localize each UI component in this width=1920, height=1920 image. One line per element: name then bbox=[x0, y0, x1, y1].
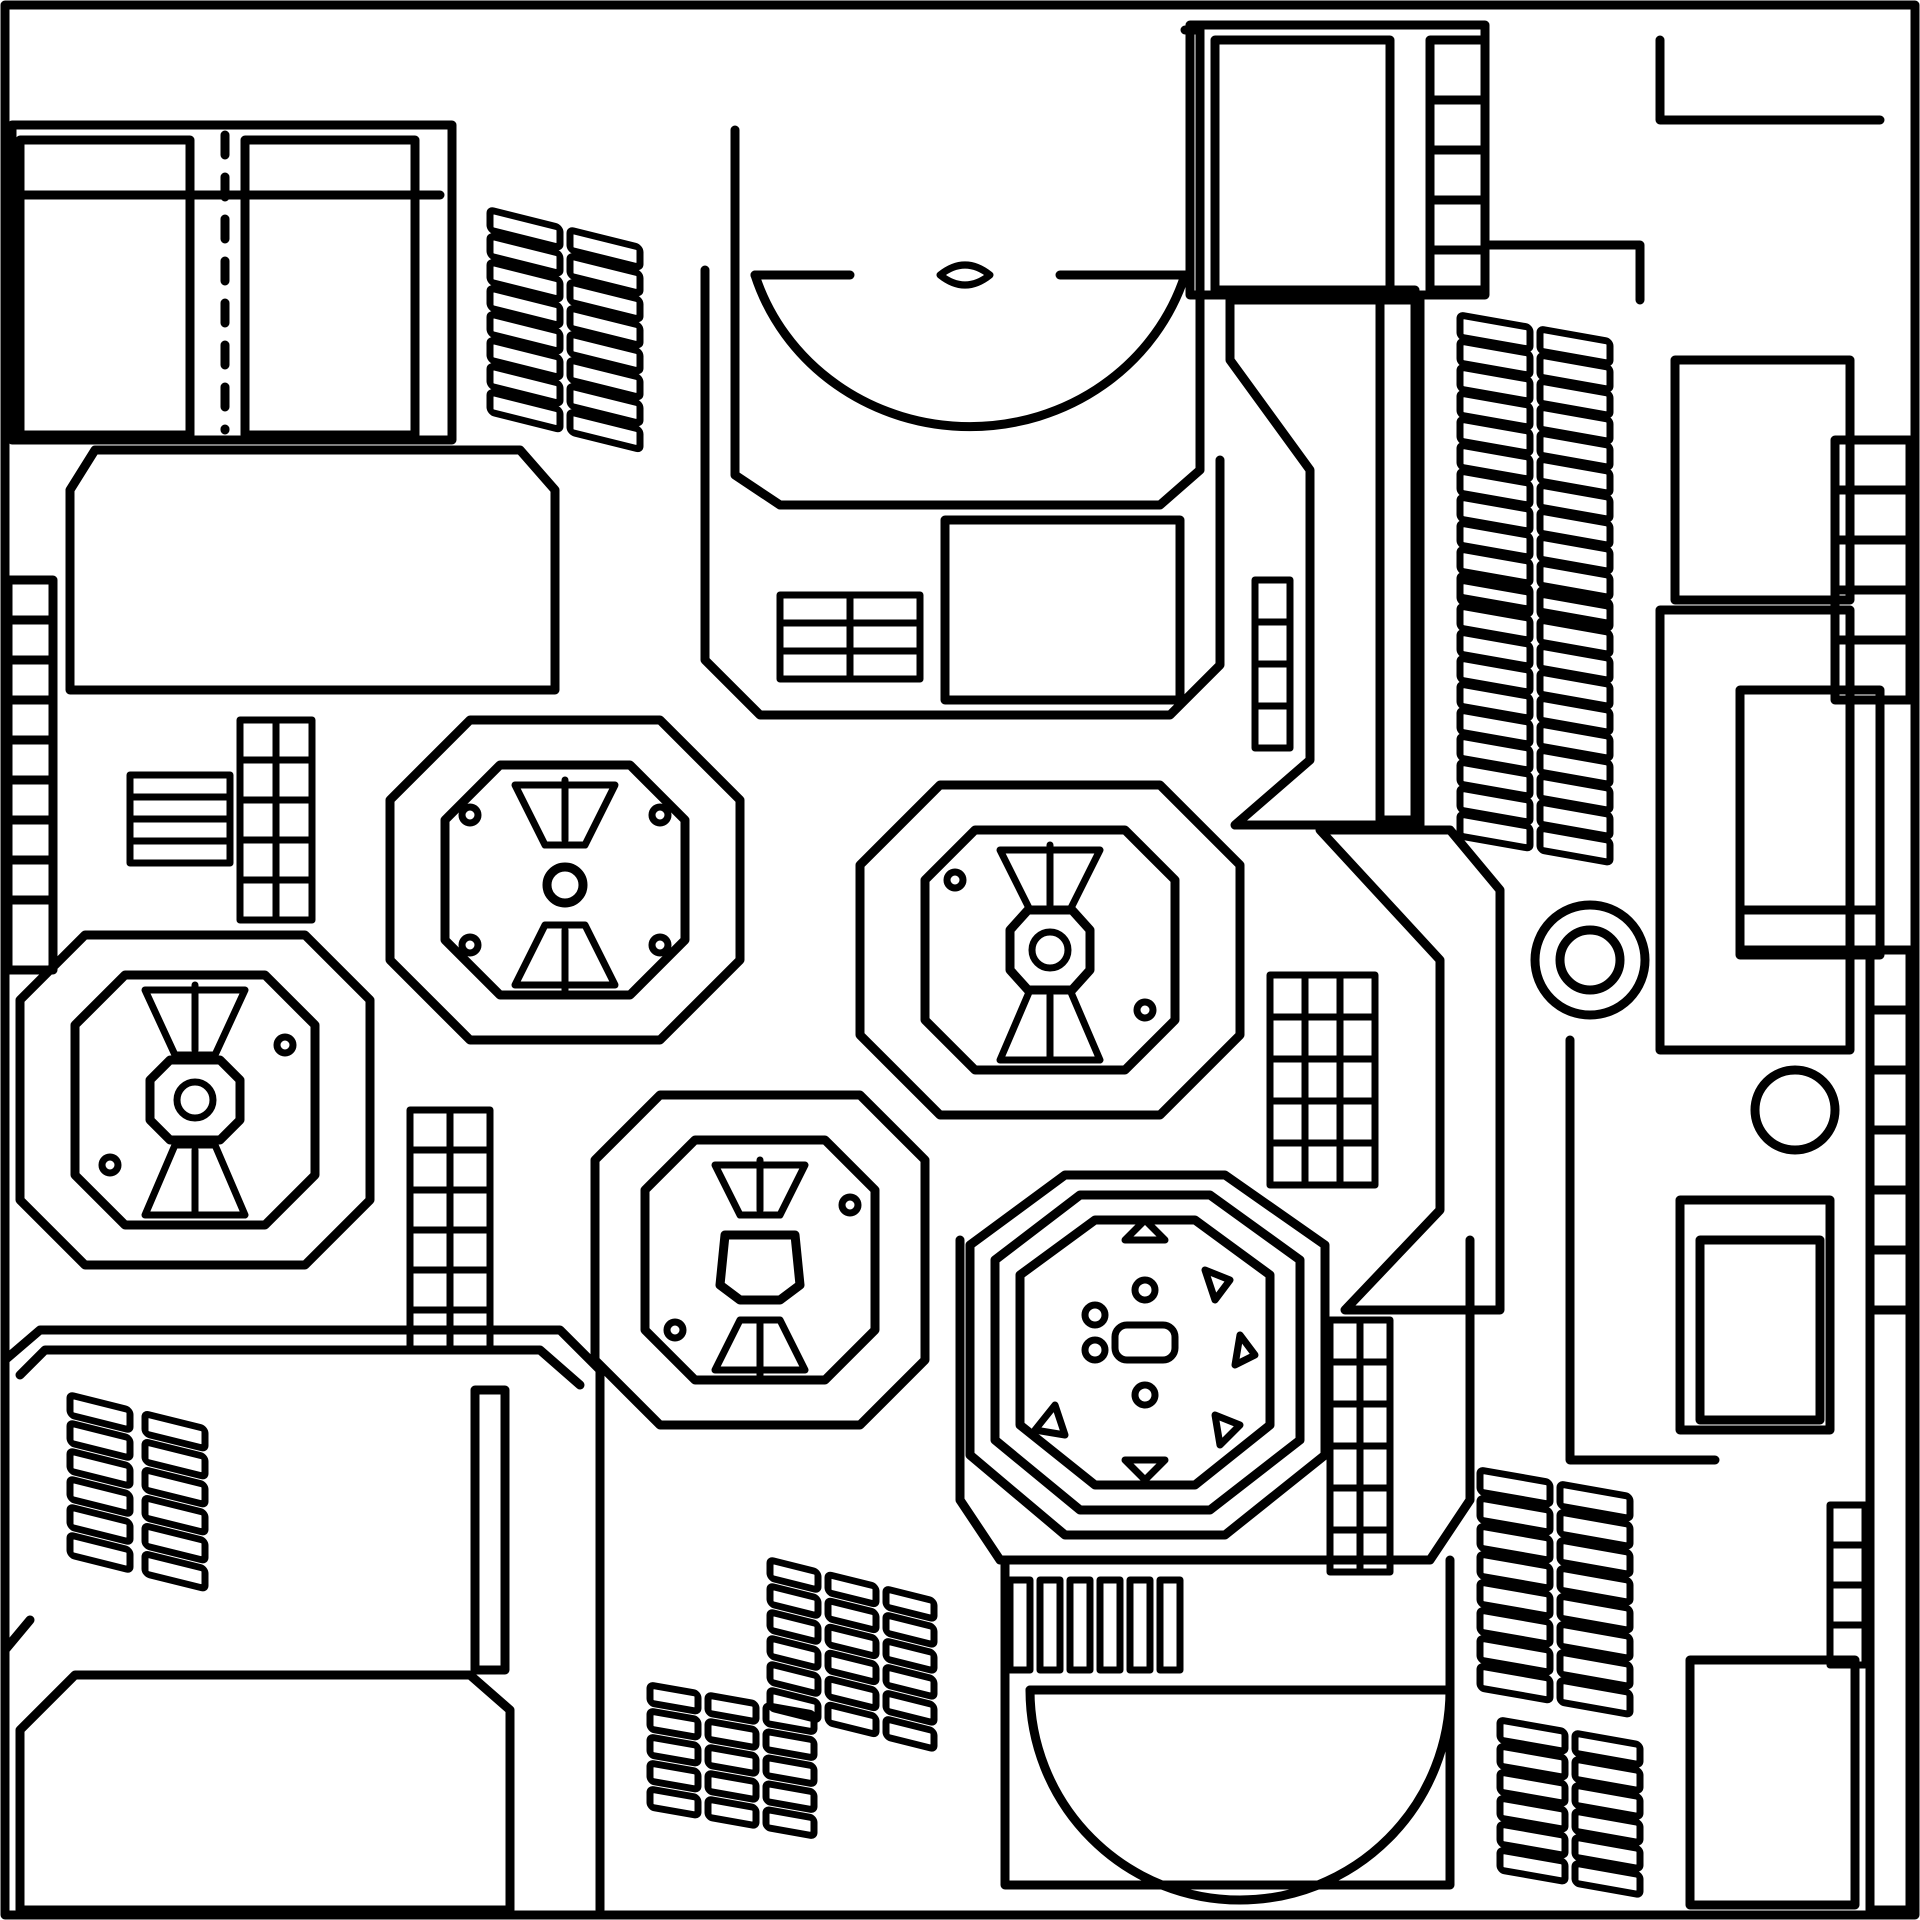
resistor-array bbox=[1266, 971, 1379, 1189]
fan-icon bbox=[15, 930, 375, 1270]
chip-icon bbox=[965, 1170, 1330, 1540]
resistor-array bbox=[1251, 576, 1294, 752]
left-connector-strip bbox=[3, 575, 58, 975]
resistor-array bbox=[236, 716, 316, 924]
heatsink-fin-icon bbox=[1476, 1467, 1634, 1718]
heatsink-fin-icon bbox=[66, 207, 1644, 1898]
fan-icon bbox=[385, 715, 745, 1045]
resistor-array bbox=[126, 576, 1869, 1669]
top-right-module bbox=[1185, 20, 1915, 1055]
fan-icon bbox=[855, 780, 1245, 1120]
heatsink-fin-icon bbox=[1456, 577, 1614, 866]
bottom-left-module bbox=[0, 1325, 605, 1915]
bottom-right-module bbox=[1530, 900, 1915, 1915]
heatsink-fin-icon bbox=[486, 207, 644, 453]
top-left-module bbox=[7, 120, 560, 695]
heatsink-fin-icon bbox=[1456, 312, 1614, 627]
heatsink-fin-icon bbox=[766, 1557, 938, 1752]
top-center-capacitor bbox=[700, 25, 1225, 720]
resistor-array bbox=[126, 771, 234, 867]
resistor-array bbox=[406, 1106, 494, 1354]
resistor-array bbox=[1826, 1501, 1869, 1669]
heatsink-fin-icon bbox=[66, 1392, 209, 1592]
fan-icon bbox=[590, 1090, 930, 1430]
bottom-center-capacitor bbox=[955, 1235, 1475, 1905]
resistor-array bbox=[776, 591, 924, 683]
heatsink-fin-icon bbox=[646, 1682, 818, 1839]
heatsink-fin-icon bbox=[1496, 1717, 1644, 1898]
center-rail bbox=[1315, 825, 1505, 1315]
resistor-array bbox=[1326, 1316, 1394, 1576]
